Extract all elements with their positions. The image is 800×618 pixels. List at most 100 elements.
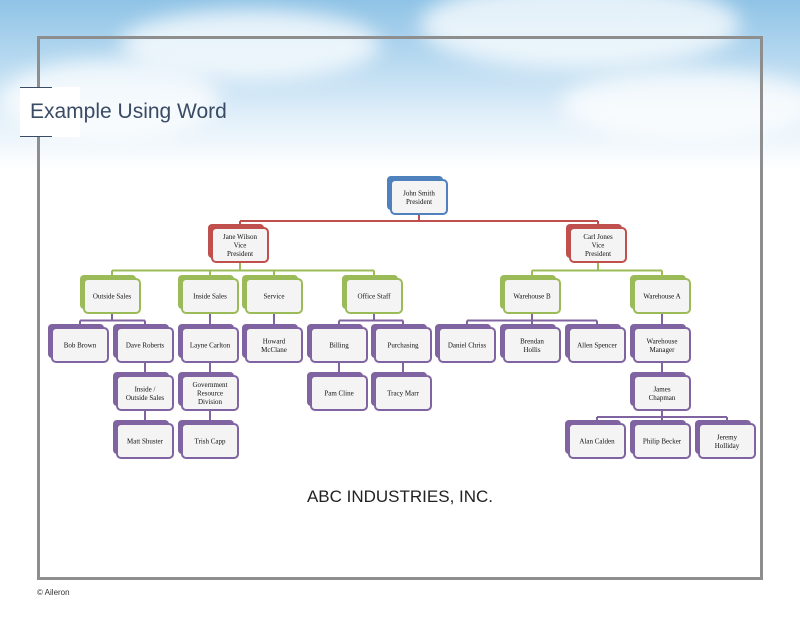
org-node-box [503, 278, 561, 314]
org-node-label: Warehouse B [513, 293, 551, 301]
title-rule-top [20, 87, 52, 88]
org-node-label: Office Staff [358, 293, 392, 301]
org-node-label: President [406, 198, 432, 206]
org-node-box [503, 327, 561, 363]
org-node-label: Carl Jones [583, 233, 613, 241]
org-node-bob-brown: Bob Brown [48, 324, 109, 363]
org-node-pam-cline: Pam Cline [307, 372, 368, 411]
org-node-label: Vice [592, 242, 605, 250]
org-node-inside-outside-sales: Inside /Outside Sales [113, 372, 174, 411]
org-node-label: Tracy Marr [387, 390, 419, 398]
org-node-box [51, 327, 109, 363]
sky-background [0, 0, 800, 170]
org-node-label: Bob Brown [64, 342, 97, 350]
org-node-label: John Smith [403, 189, 435, 197]
org-node-trish-capp: Trish Capp [178, 420, 239, 459]
org-node-office-staff: Office Staff [342, 275, 403, 314]
org-node-label: Warehouse [647, 337, 678, 345]
org-node-label: Service [264, 293, 285, 301]
org-node-box [211, 227, 269, 263]
org-node-box [438, 327, 496, 363]
org-node-label: Holliday [715, 442, 740, 450]
org-node-box [245, 327, 303, 363]
org-node-box [310, 375, 368, 411]
title-rule-bottom [20, 136, 52, 137]
org-node-label: Brendan [520, 337, 544, 345]
org-node-label: Jeremy [717, 433, 738, 441]
org-node-box [181, 423, 239, 459]
org-node-label: Jane Wilson [223, 233, 258, 241]
org-node-purchasing: Purchasing [371, 324, 432, 363]
org-node-box [633, 327, 691, 363]
org-node-box [698, 423, 756, 459]
org-node-box [345, 278, 403, 314]
org-node-label: Warehouse A [643, 293, 680, 301]
org-node-label: Layne Carlton [190, 342, 231, 350]
org-node-label: Outside Sales [126, 394, 165, 402]
cloud [420, 0, 740, 70]
title-band [20, 87, 80, 137]
org-node-label: James [653, 385, 670, 393]
org-node-label: Billing [329, 342, 349, 350]
org-node-box [633, 423, 691, 459]
org-node-box [245, 278, 303, 314]
org-node-box [568, 327, 626, 363]
org-node-label: President [585, 250, 611, 258]
org-node-box [569, 227, 627, 263]
org-node-daniel-chriss: Daniel Chriss [435, 324, 496, 363]
org-node-service: Service [242, 275, 303, 314]
org-node-box [116, 375, 174, 411]
org-node-box [181, 327, 239, 363]
org-node-box [181, 278, 239, 314]
org-node-label: Alan Calden [579, 438, 615, 446]
company-name: ABC INDUSTRIES, INC. [306, 487, 494, 506]
org-node-label: Inside Sales [193, 293, 227, 301]
copyright: © Aileron [37, 588, 70, 597]
org-node-alan-calden: Alan Calden [565, 420, 626, 459]
org-node-dave-roberts: Dave Roberts [113, 324, 174, 363]
org-node-box [83, 278, 141, 314]
slide-title: Example Using Word [30, 100, 227, 123]
org-node-box [374, 375, 432, 411]
org-node-layne-carlton: Layne Carlton [178, 324, 239, 363]
org-node-box [374, 327, 432, 363]
org-node-box [310, 327, 368, 363]
org-node-label: Vice [234, 242, 247, 250]
org-node-inside-sales: Inside Sales [178, 275, 239, 314]
org-node-box [390, 179, 448, 215]
org-node-label: Manager [650, 346, 676, 354]
org-node-label: Inside / [135, 385, 156, 393]
org-node-billing: Billing [307, 324, 368, 363]
org-node-label: Government [193, 381, 228, 389]
org-node-box [181, 375, 239, 411]
org-node-box [116, 327, 174, 363]
org-node-box [633, 278, 691, 314]
org-node-box [633, 375, 691, 411]
org-node-outside-sales: Outside Sales [80, 275, 141, 314]
org-node-label: Outside Sales [93, 293, 132, 301]
org-node-label: Allen Spencer [577, 342, 618, 350]
org-node-label: Daniel Chriss [448, 342, 487, 350]
org-node-label: Matt Shuster [127, 438, 164, 446]
org-node-label: Howard [263, 337, 286, 345]
slide-frame [37, 36, 763, 580]
org-node-box [568, 423, 626, 459]
org-node-label: Dave Roberts [126, 342, 165, 350]
org-node-label: Resource [197, 390, 223, 398]
org-node-label: Purchasing [387, 342, 419, 350]
org-node-label: Trish Capp [194, 438, 226, 446]
org-node-matt-shuster: Matt Shuster [113, 420, 174, 459]
org-node-label: Pam Cline [324, 390, 353, 398]
org-node-label: President [227, 250, 253, 258]
org-node-label: Chapman [649, 394, 676, 402]
